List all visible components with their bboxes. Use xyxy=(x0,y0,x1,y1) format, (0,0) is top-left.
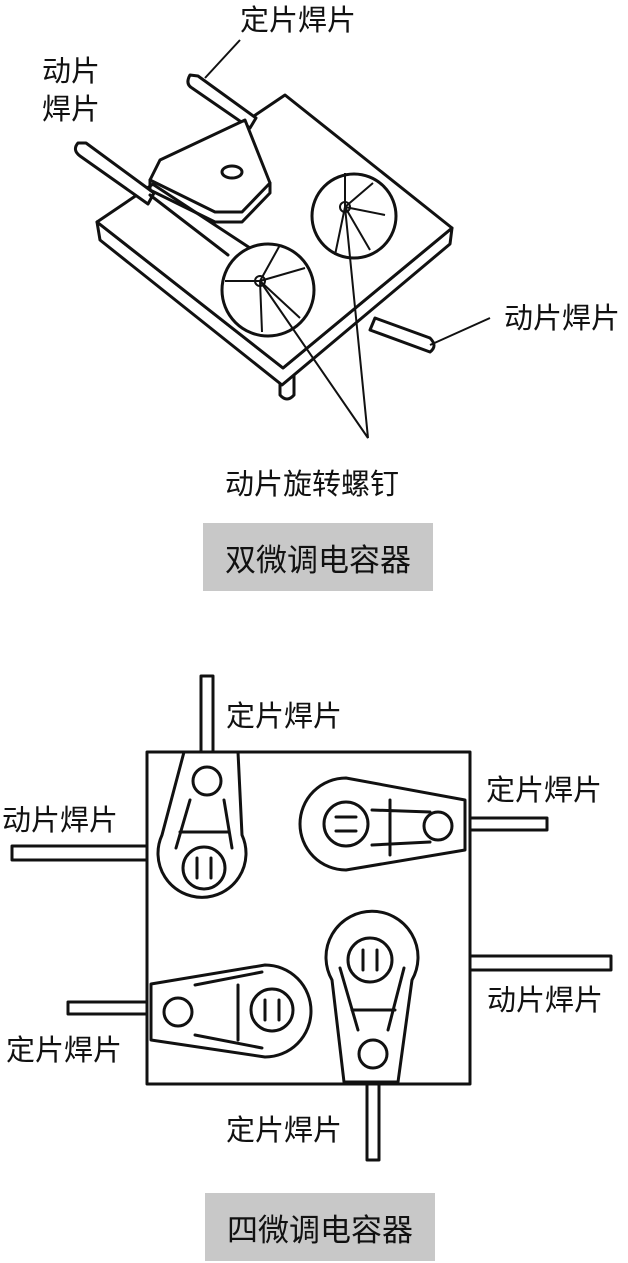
lead-q-fixed-right xyxy=(467,816,549,832)
lead-q-moving-right xyxy=(467,954,613,972)
fixed-plate-hole xyxy=(220,164,244,180)
unit-top-right xyxy=(298,776,467,872)
unit-bottom-left xyxy=(149,963,313,1059)
rotor-rear xyxy=(310,172,398,260)
quad-trimmer xyxy=(10,674,613,1162)
lead-q-moving-left xyxy=(10,844,150,862)
caption-dual: 双微调电容器 xyxy=(203,523,433,591)
label-dual-moving-left-line2: 焊片 xyxy=(42,92,101,126)
unit-bottom-right xyxy=(324,909,420,1084)
label-quad-fixed-top: 定片焊片 xyxy=(226,699,343,733)
leader-fixed-top xyxy=(204,39,241,79)
leader-moving-right xyxy=(429,317,491,346)
leader-screws xyxy=(259,206,369,439)
label-dual-screws: 动片旋转螺钉 xyxy=(225,467,400,501)
label-dual-moving-right: 动片焊片 xyxy=(504,301,621,335)
rotor-front xyxy=(220,242,316,338)
fixed-plate-edge xyxy=(148,178,272,224)
lead-q-fixed-left xyxy=(66,1000,150,1016)
lead-q-fixed-bottom xyxy=(365,1082,381,1162)
dual-trimmer xyxy=(73,39,491,439)
label-quad-moving-right: 动片焊片 xyxy=(487,983,604,1017)
label-dual-moving-left-line1: 动片 xyxy=(42,54,101,88)
label-quad-fixed-bottom: 定片焊片 xyxy=(226,1113,343,1147)
label-quad-fixed-right: 定片焊片 xyxy=(486,773,603,807)
lead-moving-right xyxy=(368,316,436,354)
moving-arm xyxy=(148,183,252,257)
lead-fixed-top xyxy=(186,73,258,130)
caption-quad: 四微调电容器 xyxy=(205,1193,435,1261)
label-dual-fixed-top: 定片焊片 xyxy=(240,3,357,37)
label-quad-fixed-left: 定片焊片 xyxy=(6,1033,123,1067)
lead-q-fixed-top xyxy=(199,674,215,754)
label-quad-moving-left: 动片焊片 xyxy=(2,803,119,837)
unit-top-left xyxy=(156,750,248,899)
lead-moving-left xyxy=(73,141,156,206)
